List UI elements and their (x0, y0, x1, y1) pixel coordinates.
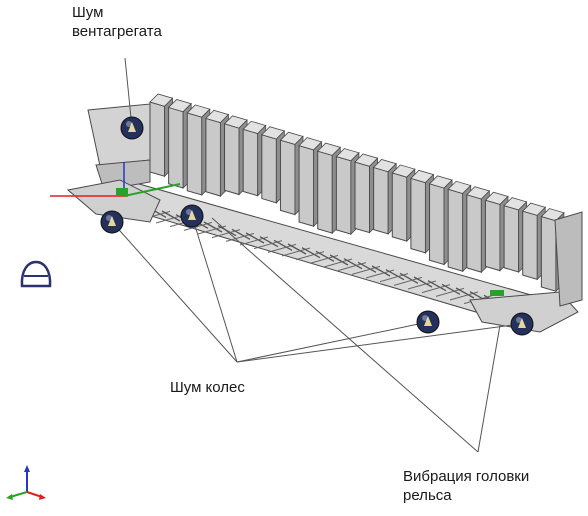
sound-source-icon (416, 310, 440, 334)
model-origin-block (116, 188, 128, 196)
rail-vibration-label: Вибрация головки рельса (403, 467, 529, 505)
head-view-icon[interactable] (20, 260, 52, 288)
car-front-bogie (66, 179, 161, 223)
car-side-panel (186, 112, 203, 196)
car-side-panel (522, 210, 538, 281)
car-side-panel (466, 194, 482, 273)
wheel-noise-leader-1 (111, 221, 238, 363)
car-side-panel (242, 128, 259, 197)
car-side-panel (317, 150, 333, 234)
car-side-panel (429, 183, 445, 266)
car-side-panel (261, 134, 277, 204)
floor-grid-line (273, 239, 293, 251)
car-side-panel (224, 123, 240, 196)
car-side-panel (484, 199, 501, 272)
car-side-panel (354, 161, 371, 234)
wheel-noise-leader-2 (191, 215, 238, 363)
floor-grid-line (399, 272, 419, 284)
rail-vibration-label-line-2: рельса (403, 487, 452, 504)
rail-vibration-leader-2 (477, 324, 501, 453)
floor-grid-line (329, 254, 349, 266)
floor-grid-line (441, 283, 461, 295)
car-side-panel (391, 172, 408, 242)
floor-grid-line (231, 228, 251, 240)
car-side-panel (410, 177, 426, 254)
floor-grid-line (161, 210, 181, 222)
floor-grid-line (427, 280, 447, 292)
floor-grid-line (287, 243, 307, 255)
car-side-panel (373, 166, 389, 235)
model-axis-y (123, 183, 181, 197)
floor-grid-line (315, 250, 335, 262)
wheel-noise-leader-3 (236, 321, 429, 363)
car-side-panel (168, 106, 184, 189)
floor-grid-line (455, 287, 475, 299)
car-side-panel (149, 101, 166, 177)
fan-noise-leader (124, 57, 133, 129)
floor-grid-line (357, 261, 377, 273)
train-car-model (50, 93, 583, 333)
car-side-panel (298, 144, 315, 227)
floor-grid-line (245, 232, 265, 244)
car-side-panel (447, 188, 464, 272)
car-rear-bogie (469, 291, 579, 333)
floor-grid-line (371, 265, 391, 277)
car-side-panel (279, 139, 296, 216)
sound-source-icon (510, 312, 534, 336)
sound-source-icon (180, 204, 204, 228)
car-side-panel (205, 117, 221, 197)
sound-source-icon (100, 210, 124, 234)
floor-grid-line (203, 221, 223, 233)
wheel-noise-leader-4 (236, 323, 521, 363)
sound-source-markers (100, 116, 534, 336)
car-rear-end (554, 211, 583, 307)
floor-grid-line (259, 236, 279, 248)
fan-noise-label-line-2: вентагрегата (72, 23, 162, 40)
floor-grid-line (301, 247, 321, 259)
model-green-tag (490, 290, 504, 296)
car-side-panel (335, 155, 352, 235)
fan-noise-label-line-1: Шум (72, 4, 104, 21)
sound-source-icon (120, 116, 144, 140)
coordinate-axes-icon (6, 465, 46, 500)
floor-grid-line (385, 269, 405, 281)
leader-lines (111, 57, 521, 453)
rail-vibration-leader-1 (211, 217, 479, 453)
fan-noise-label: Шум вентагрегата (72, 3, 162, 41)
rail-vibration-label-line-1: Вибрация головки (403, 468, 530, 485)
car-side-panel (540, 215, 557, 292)
wheel-noise-label: Шум колес (170, 379, 245, 396)
floor-grid-line (343, 258, 363, 270)
floor-grid-line (413, 276, 433, 288)
car-side-panel (503, 204, 520, 273)
